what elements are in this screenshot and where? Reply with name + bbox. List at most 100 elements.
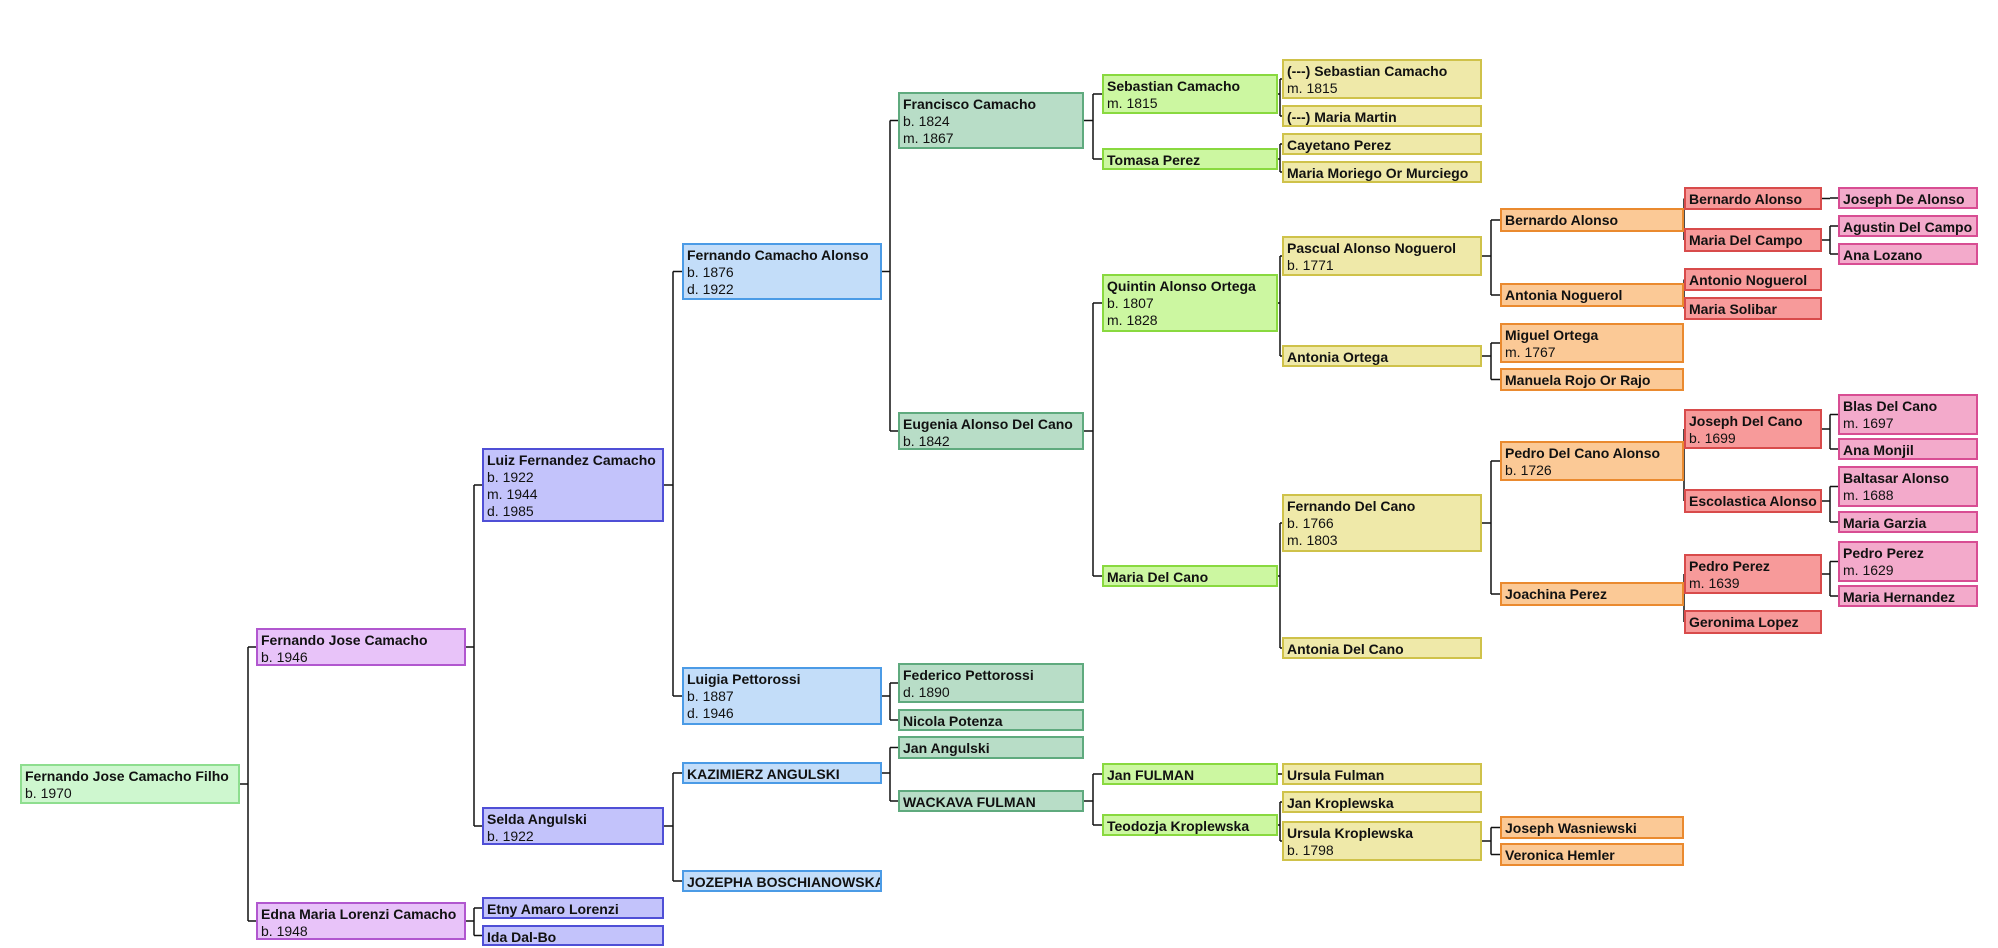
person-name: Miguel Ortega xyxy=(1505,327,1599,343)
person-box[interactable]: Maria Del Cano xyxy=(1102,565,1278,587)
person-name: Veronica Hemler xyxy=(1505,847,1615,863)
person-box[interactable]: Bernardo Alonso xyxy=(1500,208,1684,232)
person-box[interactable]: Maria Moriego Or Murciego xyxy=(1282,161,1482,183)
person-name: Maria Moriego Or Murciego xyxy=(1287,165,1469,181)
person-box[interactable]: Manuela Rojo Or Rajo xyxy=(1500,368,1684,391)
person-name: Jan Angulski xyxy=(903,740,990,756)
person-box[interactable]: Maria Garzia xyxy=(1838,511,1978,533)
person-fact: m. 1815 xyxy=(1287,80,1338,96)
person-name: Teodozja Kroplewska xyxy=(1107,818,1250,834)
person-box[interactable]: Ana Monjil xyxy=(1838,438,1978,460)
person-name: Francisco Camacho xyxy=(903,96,1037,112)
person-fact: m. 1815 xyxy=(1107,95,1158,111)
person-box[interactable]: Maria Hernandez xyxy=(1838,585,1978,607)
person-name: Agustin Del Campo xyxy=(1843,219,1973,235)
person-box[interactable]: Joseph Wasniewski xyxy=(1500,816,1684,839)
person-box[interactable]: Nicola Potenza xyxy=(898,709,1084,731)
person-name: Antonio Noguerol xyxy=(1689,272,1808,288)
person-fact: m. 1803 xyxy=(1287,532,1338,548)
person-box[interactable]: Maria Del Campo xyxy=(1684,228,1822,252)
person-name: Nicola Potenza xyxy=(903,713,1003,729)
person-box[interactable]: Antonia Noguerol xyxy=(1500,283,1684,307)
person-box[interactable]: Veronica Hemler xyxy=(1500,843,1684,866)
person-box[interactable]: (---) Maria Martin xyxy=(1282,105,1482,127)
person-name: Tomasa Perez xyxy=(1107,152,1201,168)
person-name: Antonia Del Cano xyxy=(1287,641,1404,657)
person-name: Manuela Rojo Or Rajo xyxy=(1505,372,1651,388)
person-fact: d. 1946 xyxy=(687,705,734,721)
person-name: Federico Pettorossi xyxy=(903,667,1034,683)
person-fact: d. 1890 xyxy=(903,684,950,700)
person-box[interactable]: Tomasa Perez xyxy=(1102,148,1278,170)
person-name: Fernando Camacho Alonso xyxy=(687,247,869,263)
person-fact: b. 1699 xyxy=(1689,430,1736,446)
person-name: Quintin Alonso Ortega xyxy=(1107,278,1256,294)
person-box[interactable]: JOZEPHA BOSCHIANOWSKA xyxy=(682,870,882,892)
person-box[interactable]: Jan Angulski xyxy=(898,736,1084,759)
person-box[interactable]: Jan FULMAN xyxy=(1102,763,1278,785)
person-box[interactable]: Ursula Fulman xyxy=(1282,763,1482,785)
person-fact: b. 1876 xyxy=(687,264,734,280)
person-box[interactable]: Joseph De Alonso xyxy=(1838,187,1978,209)
person-box[interactable]: Escolastica Alonso xyxy=(1684,489,1822,513)
person-name: Ana Monjil xyxy=(1843,442,1914,458)
person-name: Blas Del Cano xyxy=(1843,398,1938,414)
person-box[interactable]: Agustin Del Campo xyxy=(1838,215,1978,237)
person-name: Joachina Perez xyxy=(1505,586,1607,602)
person-name: (---) Sebastian Camacho xyxy=(1287,63,1448,79)
person-fact: b. 1798 xyxy=(1287,842,1334,858)
person-name: Baltasar Alonso xyxy=(1843,470,1950,486)
person-box[interactable]: Antonia Del Cano xyxy=(1282,637,1482,659)
person-name: Maria Hernandez xyxy=(1843,589,1956,605)
person-fact: b. 1807 xyxy=(1107,295,1154,311)
person-box[interactable]: Bernardo Alonso xyxy=(1684,187,1822,210)
person-name: Luigia Pettorossi xyxy=(687,671,801,687)
person-name: Escolastica Alonso xyxy=(1689,493,1817,509)
person-name: Selda Angulski xyxy=(487,811,587,827)
person-box[interactable]: Geronima Lopez xyxy=(1684,610,1822,634)
person-box[interactable]: Ida Dal-Bo xyxy=(482,925,664,946)
person-name: Maria Solibar xyxy=(1689,301,1777,317)
person-box[interactable]: KAZIMIERZ ANGULSKI xyxy=(682,762,882,784)
person-box[interactable]: Ana Lozano xyxy=(1838,243,1978,265)
person-box[interactable]: Cayetano Perez xyxy=(1282,133,1482,155)
person-fact: b. 1887 xyxy=(687,688,734,704)
person-fact: m. 1629 xyxy=(1843,562,1894,578)
person-box[interactable]: Antonia Ortega xyxy=(1282,345,1482,367)
person-box[interactable]: Maria Solibar xyxy=(1684,297,1822,320)
person-box[interactable]: Joachina Perez xyxy=(1500,582,1684,606)
person-name: Bernardo Alonso xyxy=(1689,191,1803,207)
person-box[interactable]: Jan Kroplewska xyxy=(1282,791,1482,813)
person-box[interactable]: WACKAVA FULMAN xyxy=(898,790,1084,812)
person-box[interactable]: Antonio Noguerol xyxy=(1684,268,1822,291)
person-fact: b. 1922 xyxy=(487,469,534,485)
person-box[interactable]: Etny Amaro Lorenzi xyxy=(482,897,664,919)
person-name: Maria Garzia xyxy=(1843,515,1927,531)
person-name: Maria Del Campo xyxy=(1689,232,1803,248)
person-name: Pedro Del Cano Alonso xyxy=(1505,445,1661,461)
person-box[interactable]: Teodozja Kroplewska xyxy=(1102,814,1278,836)
